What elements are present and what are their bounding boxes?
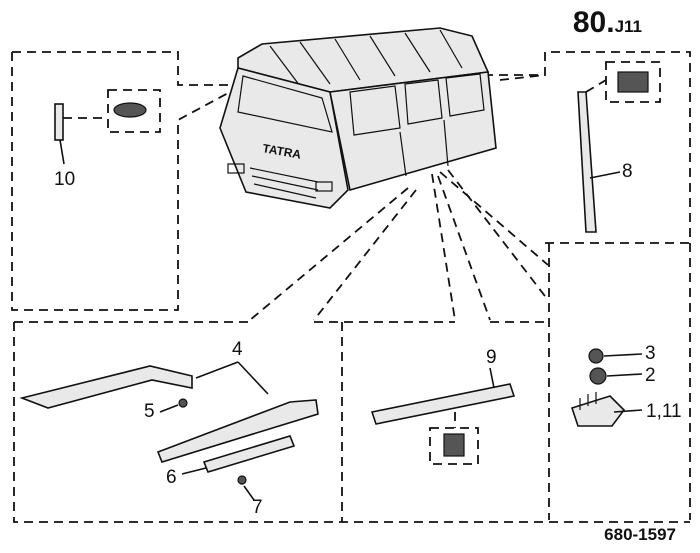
part-7-screw [237,475,255,501]
cab-side-windows [349,73,485,136]
pin-detail-outline [63,89,161,133]
dash-to-bottom-left-2 [313,189,417,321]
leader-5 [159,404,179,413]
nut-3 [588,348,604,364]
headlight-right [315,181,333,192]
pin-detail-icon [113,102,147,118]
section-frames [11,51,691,523]
strip9-detail-icon [443,433,465,457]
screw-head [237,475,247,485]
cab-body: TATRA [219,27,497,209]
bar-body [202,435,296,473]
page-number-main: 80. [572,6,615,39]
part-4-rails [19,361,319,463]
dash-to-mid-2 [437,175,491,321]
frame-bottom [13,321,690,523]
leader-7 [243,485,255,501]
callout-5: 5 [144,401,155,422]
callout-3: 3 [645,343,656,364]
callout-1-11: 1,11 [646,401,682,422]
strip-detail-icon [617,71,649,93]
dash-to-bottom-left [249,187,409,321]
rail-lower [156,399,319,463]
dash-to-right [447,169,549,301]
cab-badge: TATRA [261,141,302,162]
callout-10: 10 [54,169,76,190]
callout-2: 2 [645,365,656,386]
block-studs [579,392,597,410]
callout-8: 8 [622,161,633,182]
callout-4: 4 [232,339,243,360]
dash-to-right-2 [439,171,549,266]
callout-6: 6 [166,467,177,488]
frame-upper-left [11,51,238,311]
roof-ribs [269,29,463,87]
pin-body [54,103,64,141]
callout-9: 9 [486,347,497,368]
page-number: 80.J11 [573,6,642,40]
document-number: 680-1597 [604,525,676,544]
callout-7: 7 [252,497,263,518]
leader-2 [606,373,643,377]
leader-4 [195,361,269,395]
part-2-nut [589,367,643,385]
cab-windshield [237,75,333,133]
headlight-left [227,163,245,174]
strip-body [577,91,597,233]
rail-upper [19,365,193,409]
part-5-bolt [159,398,188,413]
part-3-nut [588,348,643,364]
bolt-head [178,398,188,408]
part-6-bar [181,435,296,475]
part-10-pin [54,89,161,165]
leader-6 [181,467,207,475]
dash-to-mid [431,173,456,321]
cab-door-lines [399,119,449,177]
strip9-detail-outline [429,412,479,465]
nut-2 [589,367,607,385]
part-8-strip [577,61,661,233]
strip-detail-outline [585,61,661,103]
strip-leader [589,171,621,179]
leader-dashes [249,169,549,321]
block-body [570,395,626,427]
leader-1-11 [613,409,643,413]
frame-upper-right [484,51,691,520]
pin-leader [59,139,65,165]
page-number-suffix: J11 [614,17,642,36]
cab-side [329,71,497,192]
cab-grille [249,167,319,199]
leader-3 [603,353,643,357]
strip9-body [370,383,516,425]
part-1-11-block [570,392,643,427]
part-9-strip [370,367,516,465]
leader-9 [489,367,495,389]
